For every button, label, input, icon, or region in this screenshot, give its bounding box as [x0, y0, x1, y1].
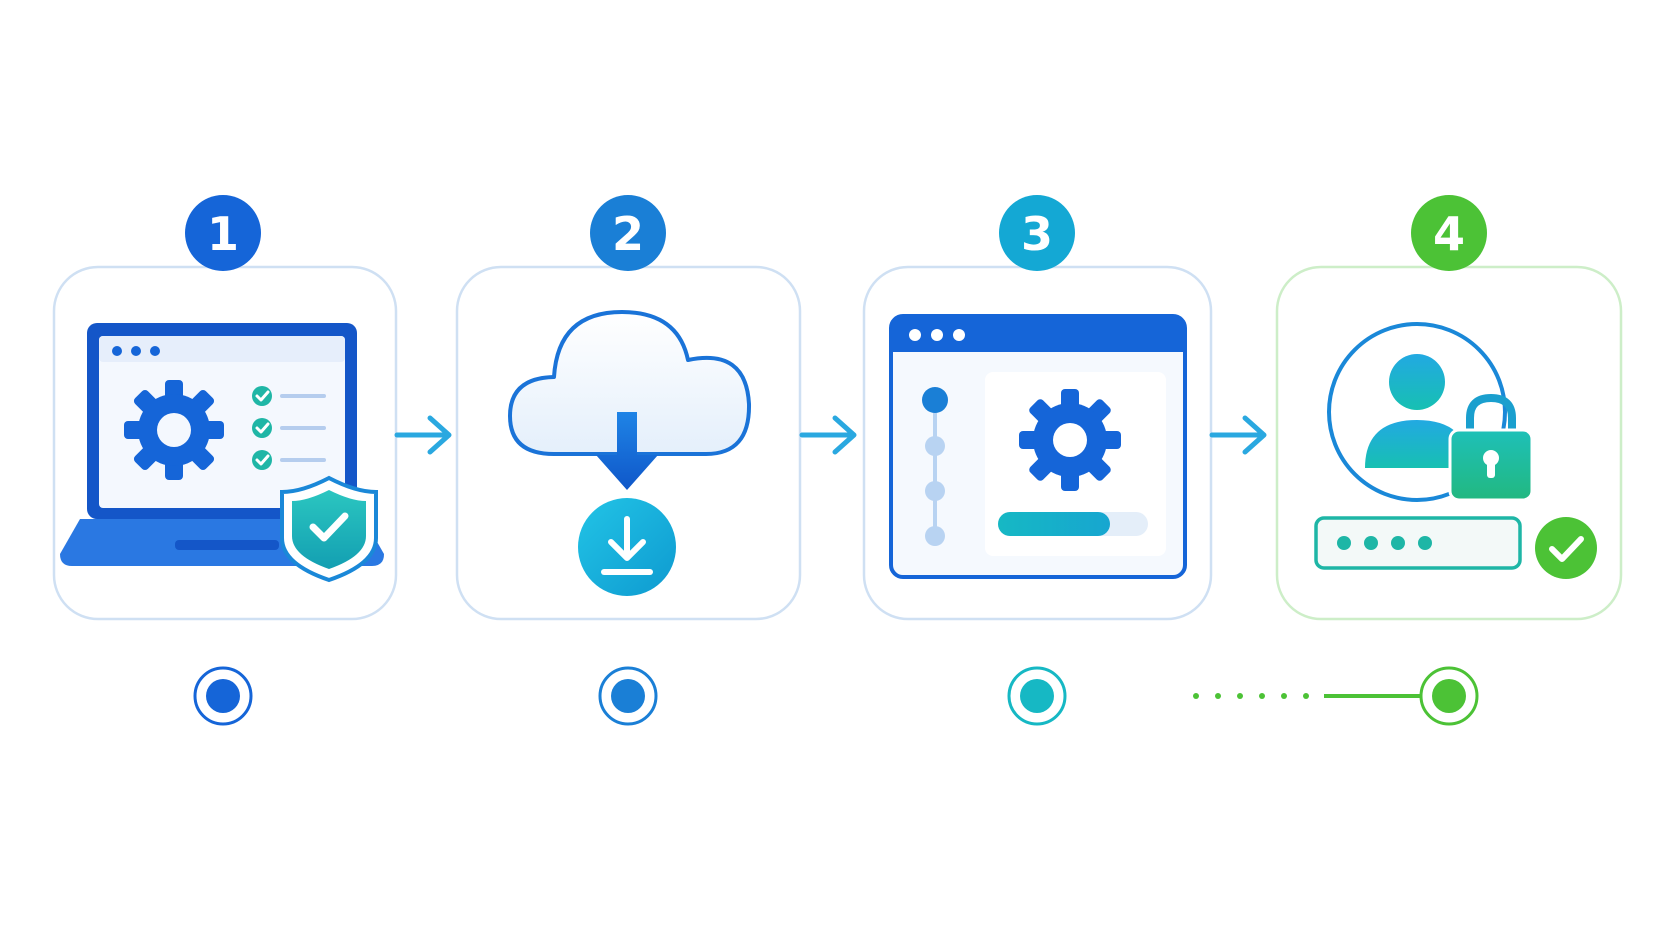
password-field-icon	[1314, 516, 1522, 570]
shield-check-icon	[280, 475, 378, 583]
step-4: 4	[1275, 195, 1623, 621]
timeline-node-3	[1007, 666, 1067, 726]
timeline-node-2	[598, 666, 658, 726]
timeline-node-1	[193, 666, 253, 726]
step-1: 1	[52, 195, 398, 621]
step-4-number: 4	[1433, 207, 1465, 261]
step-3-badge	[999, 195, 1075, 271]
step-2: 2	[455, 195, 802, 621]
timeline-dotted-gap	[1193, 693, 1309, 699]
connector-arrow-3	[1209, 415, 1267, 455]
checklist-icon	[252, 386, 326, 470]
user-icon	[1365, 354, 1469, 468]
step-2-badge	[590, 195, 666, 271]
connector-arrow-2	[799, 415, 857, 455]
progress-bar	[998, 512, 1148, 536]
padlock-icon	[1448, 393, 1534, 502]
arrow-right-icon	[394, 415, 452, 455]
step-3: 3	[862, 195, 1213, 621]
download-arrow-icon	[596, 412, 658, 490]
progress-timeline	[193, 666, 1479, 726]
step-1-badge	[185, 195, 261, 271]
timeline-node-4	[1419, 666, 1479, 726]
laptop-settings-shield-icon	[60, 323, 384, 583]
step-4-badge	[1411, 195, 1487, 271]
user-lock-password-check-icon	[1314, 322, 1597, 579]
arrow-right-icon	[799, 415, 857, 455]
gear-icon	[124, 380, 224, 480]
gear-icon	[1019, 389, 1121, 491]
download-button-icon	[578, 498, 676, 596]
step-2-number: 2	[612, 207, 644, 261]
cloud-download-icon	[508, 310, 752, 596]
vertical-stepper-icon	[922, 387, 948, 546]
check-circle-icon	[1535, 517, 1597, 579]
connector-arrow-1	[394, 415, 452, 455]
window-settings-progress-icon	[889, 314, 1187, 579]
arrow-right-icon	[1209, 415, 1267, 455]
step-1-number: 1	[207, 207, 239, 261]
step-3-number: 3	[1021, 207, 1053, 261]
